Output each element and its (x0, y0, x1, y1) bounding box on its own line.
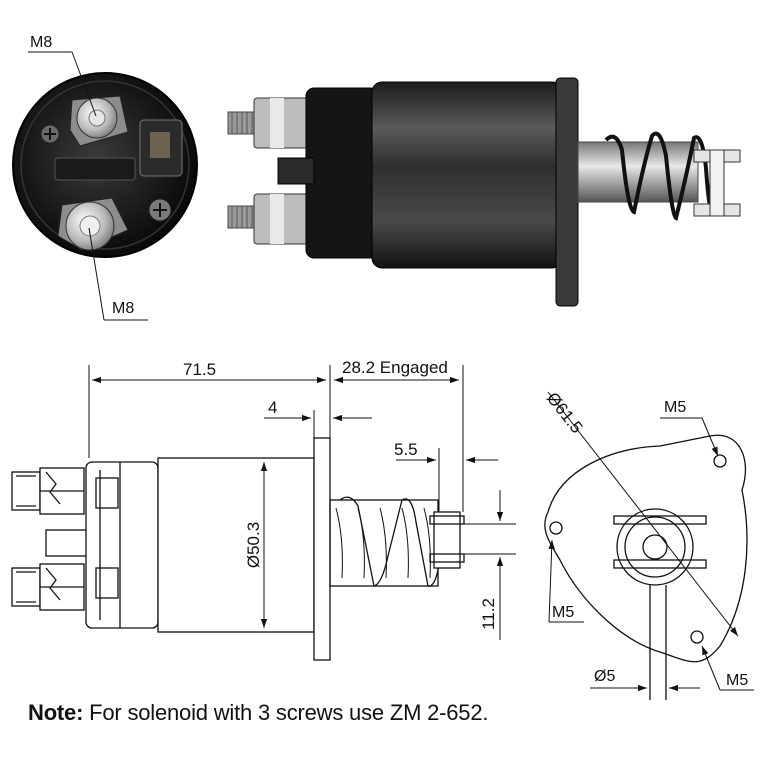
footnote: Note: For solenoid with 3 screws use ZM … (28, 700, 488, 726)
m8-top-callout: M8 (28, 34, 97, 117)
diameter-dim-label: Ø50.3 (244, 522, 263, 568)
shaft-diameter-label: Ø5 (594, 668, 615, 685)
end-cap-photo (12, 72, 198, 258)
m8-bottom-label: M8 (112, 300, 134, 317)
engaged-dim-label: 28.2 Engaged (342, 358, 448, 377)
side-view-drawing (11, 437, 465, 661)
side-dimension-labels: 71.5 28.2 Engaged 4 5.5 Ø50.3 11.2 (183, 358, 498, 630)
m8-bottom-callout: M8 (88, 227, 148, 321)
m5-top-label: M5 (664, 399, 686, 416)
note-text: For solenoid with 3 screws use ZM 2-652. (83, 700, 489, 725)
bottom-stud-photo (57, 197, 129, 251)
flange-dim-label: 4 (268, 398, 277, 417)
flange-diameter-label: Ø61.5 (543, 389, 586, 437)
end-view-drawing (544, 434, 748, 700)
top-stud-photo (69, 95, 129, 147)
stroke-dim-label: 5.5 (394, 440, 418, 459)
note-label: Note: (28, 700, 84, 725)
m8-top-label: M8 (30, 34, 52, 51)
end-view-dimensions (547, 391, 754, 692)
side-dimensions (88, 365, 516, 640)
m5-bottom-label: M5 (726, 672, 748, 689)
fork-dim-label: 11.2 (479, 598, 498, 630)
side-view-photo (227, 77, 741, 307)
m5-left-label: M5 (552, 604, 574, 621)
length-dim-label: 71.5 (183, 360, 216, 379)
